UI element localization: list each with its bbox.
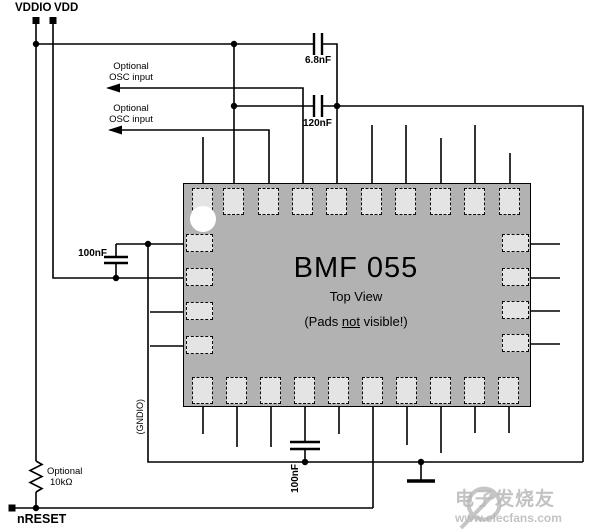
pin-pad-bottom-13 (430, 377, 451, 404)
pin-pad-bottom-15 (498, 377, 519, 404)
pin1-index-marker (190, 206, 216, 232)
pin-pad-bottom-12 (396, 377, 417, 404)
pin-pad-top-24 (361, 188, 382, 215)
chip-pads-note: (Pads not visible!) (304, 314, 408, 329)
pin-pad-right-18 (502, 268, 529, 286)
pin-pad-bottom-6 (192, 377, 213, 404)
pin-pad-bottom-14 (464, 377, 485, 404)
pin-pad-right-16 (502, 334, 529, 352)
osc-input-annotation-1: Optional OSC input (109, 61, 153, 83)
pin-pad-top-28 (223, 188, 244, 215)
terminal-squares (8, 17, 57, 512)
pin-pad-top-20 (499, 188, 520, 215)
pin-pad-left-5 (186, 336, 213, 354)
pin-pad-top-25 (326, 188, 347, 215)
pin-pad-top-26 (292, 188, 313, 215)
pin-pad-bottom-11 (362, 377, 383, 404)
gndio-branch-label: (GNDIO) (134, 398, 145, 435)
cap-6n8-value: 6.8nF (305, 55, 332, 66)
pin-pad-bottom-10 (328, 377, 349, 404)
cap-100n-bottom-value: 100nF (289, 464, 301, 493)
osc-input-annotation-2: Optional OSC input (109, 103, 153, 125)
pin-pad-bottom-8 (260, 377, 281, 404)
chip-body (183, 183, 531, 407)
vdd-terminal-label: VDD (54, 2, 79, 14)
nreset-terminal-label: nRESET (17, 512, 67, 526)
resistor-annotation: Optional 10kΩ (47, 466, 83, 488)
capacitor-plates (104, 33, 324, 451)
pin-pad-bottom-7 (226, 377, 247, 404)
resistor-zigzag (28, 460, 44, 493)
watermark-logo-icon (459, 486, 502, 530)
pin-pad-left-4 (186, 302, 213, 320)
pin-pad-top-21 (464, 188, 485, 215)
pin-pad-left-2 (186, 234, 213, 252)
pin-pad-right-17 (502, 301, 529, 319)
pin-pad-top-27 (258, 188, 279, 215)
pin-pad-right-19 (502, 234, 529, 252)
junction-dots (32, 40, 425, 512)
pin-pad-bottom-9 (294, 377, 315, 404)
chip-view-label: Top View (329, 289, 383, 304)
cap-120n-value: 120nF (303, 118, 332, 129)
pin-pad-top-23 (395, 188, 416, 215)
watermark: 电子发烧友 www.elecfans.com (455, 484, 562, 525)
cap-100n-left-value: 100nF (78, 248, 107, 259)
vddio-terminal-label: VDDIO (15, 2, 52, 14)
pin-pad-top-22 (430, 188, 451, 215)
watermark-url-text: www.elecfans.com (455, 511, 562, 525)
pin-pad-left-3 (186, 268, 213, 286)
osc-arrowheads (106, 83, 122, 135)
chip-name: BMF 055 (293, 252, 419, 284)
watermark-cn-text: 电子发烧友 (455, 489, 556, 510)
